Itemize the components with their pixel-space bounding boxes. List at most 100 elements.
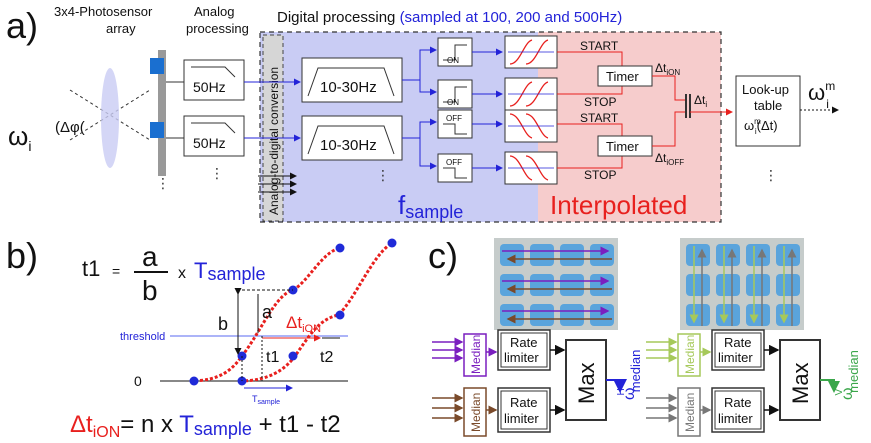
zero-label: 0 bbox=[134, 373, 142, 389]
sensor-2 bbox=[150, 122, 164, 138]
median-label-h2: Median bbox=[469, 393, 483, 432]
rate-label-v2b: limiter bbox=[718, 411, 753, 426]
rate-label-v1b: limiter bbox=[718, 350, 753, 365]
median-box-h2 bbox=[463, 387, 487, 437]
max-box-h bbox=[565, 339, 607, 421]
lowpass-label-2: 50Hz bbox=[193, 135, 226, 151]
omega-v-median: ωVmedian bbox=[834, 350, 861, 400]
sample-point bbox=[288, 351, 298, 361]
bandpass-label-2: 10-30Hz bbox=[320, 137, 377, 154]
t1-mark: t1 bbox=[266, 349, 279, 366]
digital-region-red bbox=[538, 32, 721, 222]
rate-limiter-v1 bbox=[711, 329, 765, 371]
svg-text:⋮: ⋮ bbox=[764, 167, 778, 183]
frac-num: a bbox=[142, 241, 158, 272]
median-box-v2 bbox=[677, 387, 701, 437]
off-label-1: OFF bbox=[446, 114, 462, 123]
svg-text:⋮: ⋮ bbox=[156, 175, 170, 191]
adc-label: Analog-to-digital conversion bbox=[267, 67, 281, 215]
lookup-label-1: Look-up bbox=[742, 82, 789, 97]
t1-lhs: t1 bbox=[82, 256, 100, 281]
t2-mark: t2 bbox=[320, 349, 333, 366]
analog-title: Analog bbox=[194, 4, 234, 19]
dt-i-label: Δti bbox=[694, 93, 707, 109]
lowpass-label-1: 50Hz bbox=[193, 79, 226, 95]
start-label-1: START bbox=[580, 39, 619, 53]
bandpass-box-1 bbox=[301, 57, 403, 103]
fsample-label: fsample bbox=[398, 190, 463, 222]
panel-b-label: b) bbox=[6, 235, 38, 276]
timer-label-2: Timer bbox=[606, 139, 639, 154]
a-label: a bbox=[262, 302, 273, 322]
lens bbox=[101, 68, 119, 168]
stop-label-1: STOP bbox=[584, 95, 616, 109]
on-off-column: ON ON OFF OFF bbox=[437, 37, 473, 183]
dt-label: ΔtiON bbox=[286, 313, 321, 335]
dt-equation: ΔtiON= n x Tsample + t1 - t2 bbox=[70, 411, 341, 441]
panel-c-label: c) bbox=[428, 235, 458, 276]
lookup-label-2: table bbox=[754, 98, 782, 113]
tsample-mark: Tsample bbox=[252, 394, 280, 406]
sensor-bar bbox=[158, 50, 166, 176]
svg-text:⋮: ⋮ bbox=[210, 165, 224, 181]
median-label-v1: Median bbox=[683, 335, 697, 374]
stop-label-2: STOP bbox=[584, 168, 616, 182]
sample-point bbox=[387, 238, 397, 248]
sensor-title: 3x4-Photosensor bbox=[54, 4, 153, 19]
analog-title-2: processing bbox=[186, 21, 249, 36]
max-label-v: Max bbox=[788, 362, 813, 404]
median-box-v1 bbox=[677, 333, 701, 377]
rate-label-h1b: limiter bbox=[504, 350, 539, 365]
curve-1 bbox=[189, 246, 341, 383]
bandpass-box-2 bbox=[301, 115, 403, 161]
sample-point bbox=[335, 243, 345, 253]
on-label-1: ON bbox=[447, 56, 459, 65]
off-label-2: OFF bbox=[446, 158, 462, 167]
on-label-2: ON bbox=[447, 98, 459, 107]
panel-c: c) bbox=[428, 235, 861, 437]
panel-b: b) t1 = a b x Tsample threshold 0 b bbox=[6, 235, 397, 441]
rate-label-v2a: Rate bbox=[724, 395, 751, 410]
interpolated-label: Interpolated bbox=[550, 190, 687, 220]
curve-2 bbox=[239, 241, 393, 383]
times: x bbox=[178, 265, 186, 282]
bandpass-label-1: 10-30Hz bbox=[320, 79, 377, 96]
rate-label-v1a: Rate bbox=[724, 335, 751, 350]
sample-point bbox=[335, 310, 345, 320]
dt-on-label: ΔtiON bbox=[655, 61, 680, 77]
median-box-h1 bbox=[463, 333, 487, 377]
digital-region-border bbox=[259, 31, 722, 223]
rate-label-h2b: limiter bbox=[504, 411, 539, 426]
start-label-2: START bbox=[580, 111, 619, 125]
b-label: b bbox=[218, 314, 228, 334]
median-label-v2: Median bbox=[683, 393, 697, 432]
rate-limiter-v2 bbox=[711, 387, 765, 433]
t-sample: Tsample bbox=[194, 258, 265, 284]
sensor-title-2: array bbox=[106, 21, 136, 36]
dt-off-label: ΔtiOFF bbox=[655, 151, 684, 167]
panel-a: a) 3x4-Photosensor array Analog processi… bbox=[6, 4, 839, 223]
timer-label-1: Timer bbox=[606, 69, 639, 84]
rate-label-h1a: Rate bbox=[510, 335, 537, 350]
svg-text:Digital processing (sampled at: Digital processing (sampled at 100, 200 … bbox=[277, 9, 622, 26]
max-label-h: Max bbox=[574, 362, 599, 404]
sample-point bbox=[189, 376, 199, 386]
digital-title: Digital processing bbox=[277, 9, 395, 26]
equals: = bbox=[112, 263, 120, 279]
delta-phi: (Δφ( bbox=[55, 119, 85, 136]
max-box-v bbox=[779, 339, 821, 421]
sensor-1 bbox=[150, 58, 164, 74]
interp-plots bbox=[504, 35, 558, 185]
omega-h-median: ωHmedian bbox=[616, 350, 643, 400]
median-label-h1: Median bbox=[469, 335, 483, 374]
sampled-note: (sampled at 100, 200 and 500Hz) bbox=[400, 9, 623, 26]
panel-a-label: a) bbox=[6, 5, 38, 46]
input-omega: ωi bbox=[8, 121, 31, 154]
rate-label-h2a: Rate bbox=[510, 395, 537, 410]
lookup-table bbox=[735, 75, 801, 147]
frac-den: b bbox=[142, 275, 158, 306]
threshold-label: threshold bbox=[120, 331, 165, 343]
